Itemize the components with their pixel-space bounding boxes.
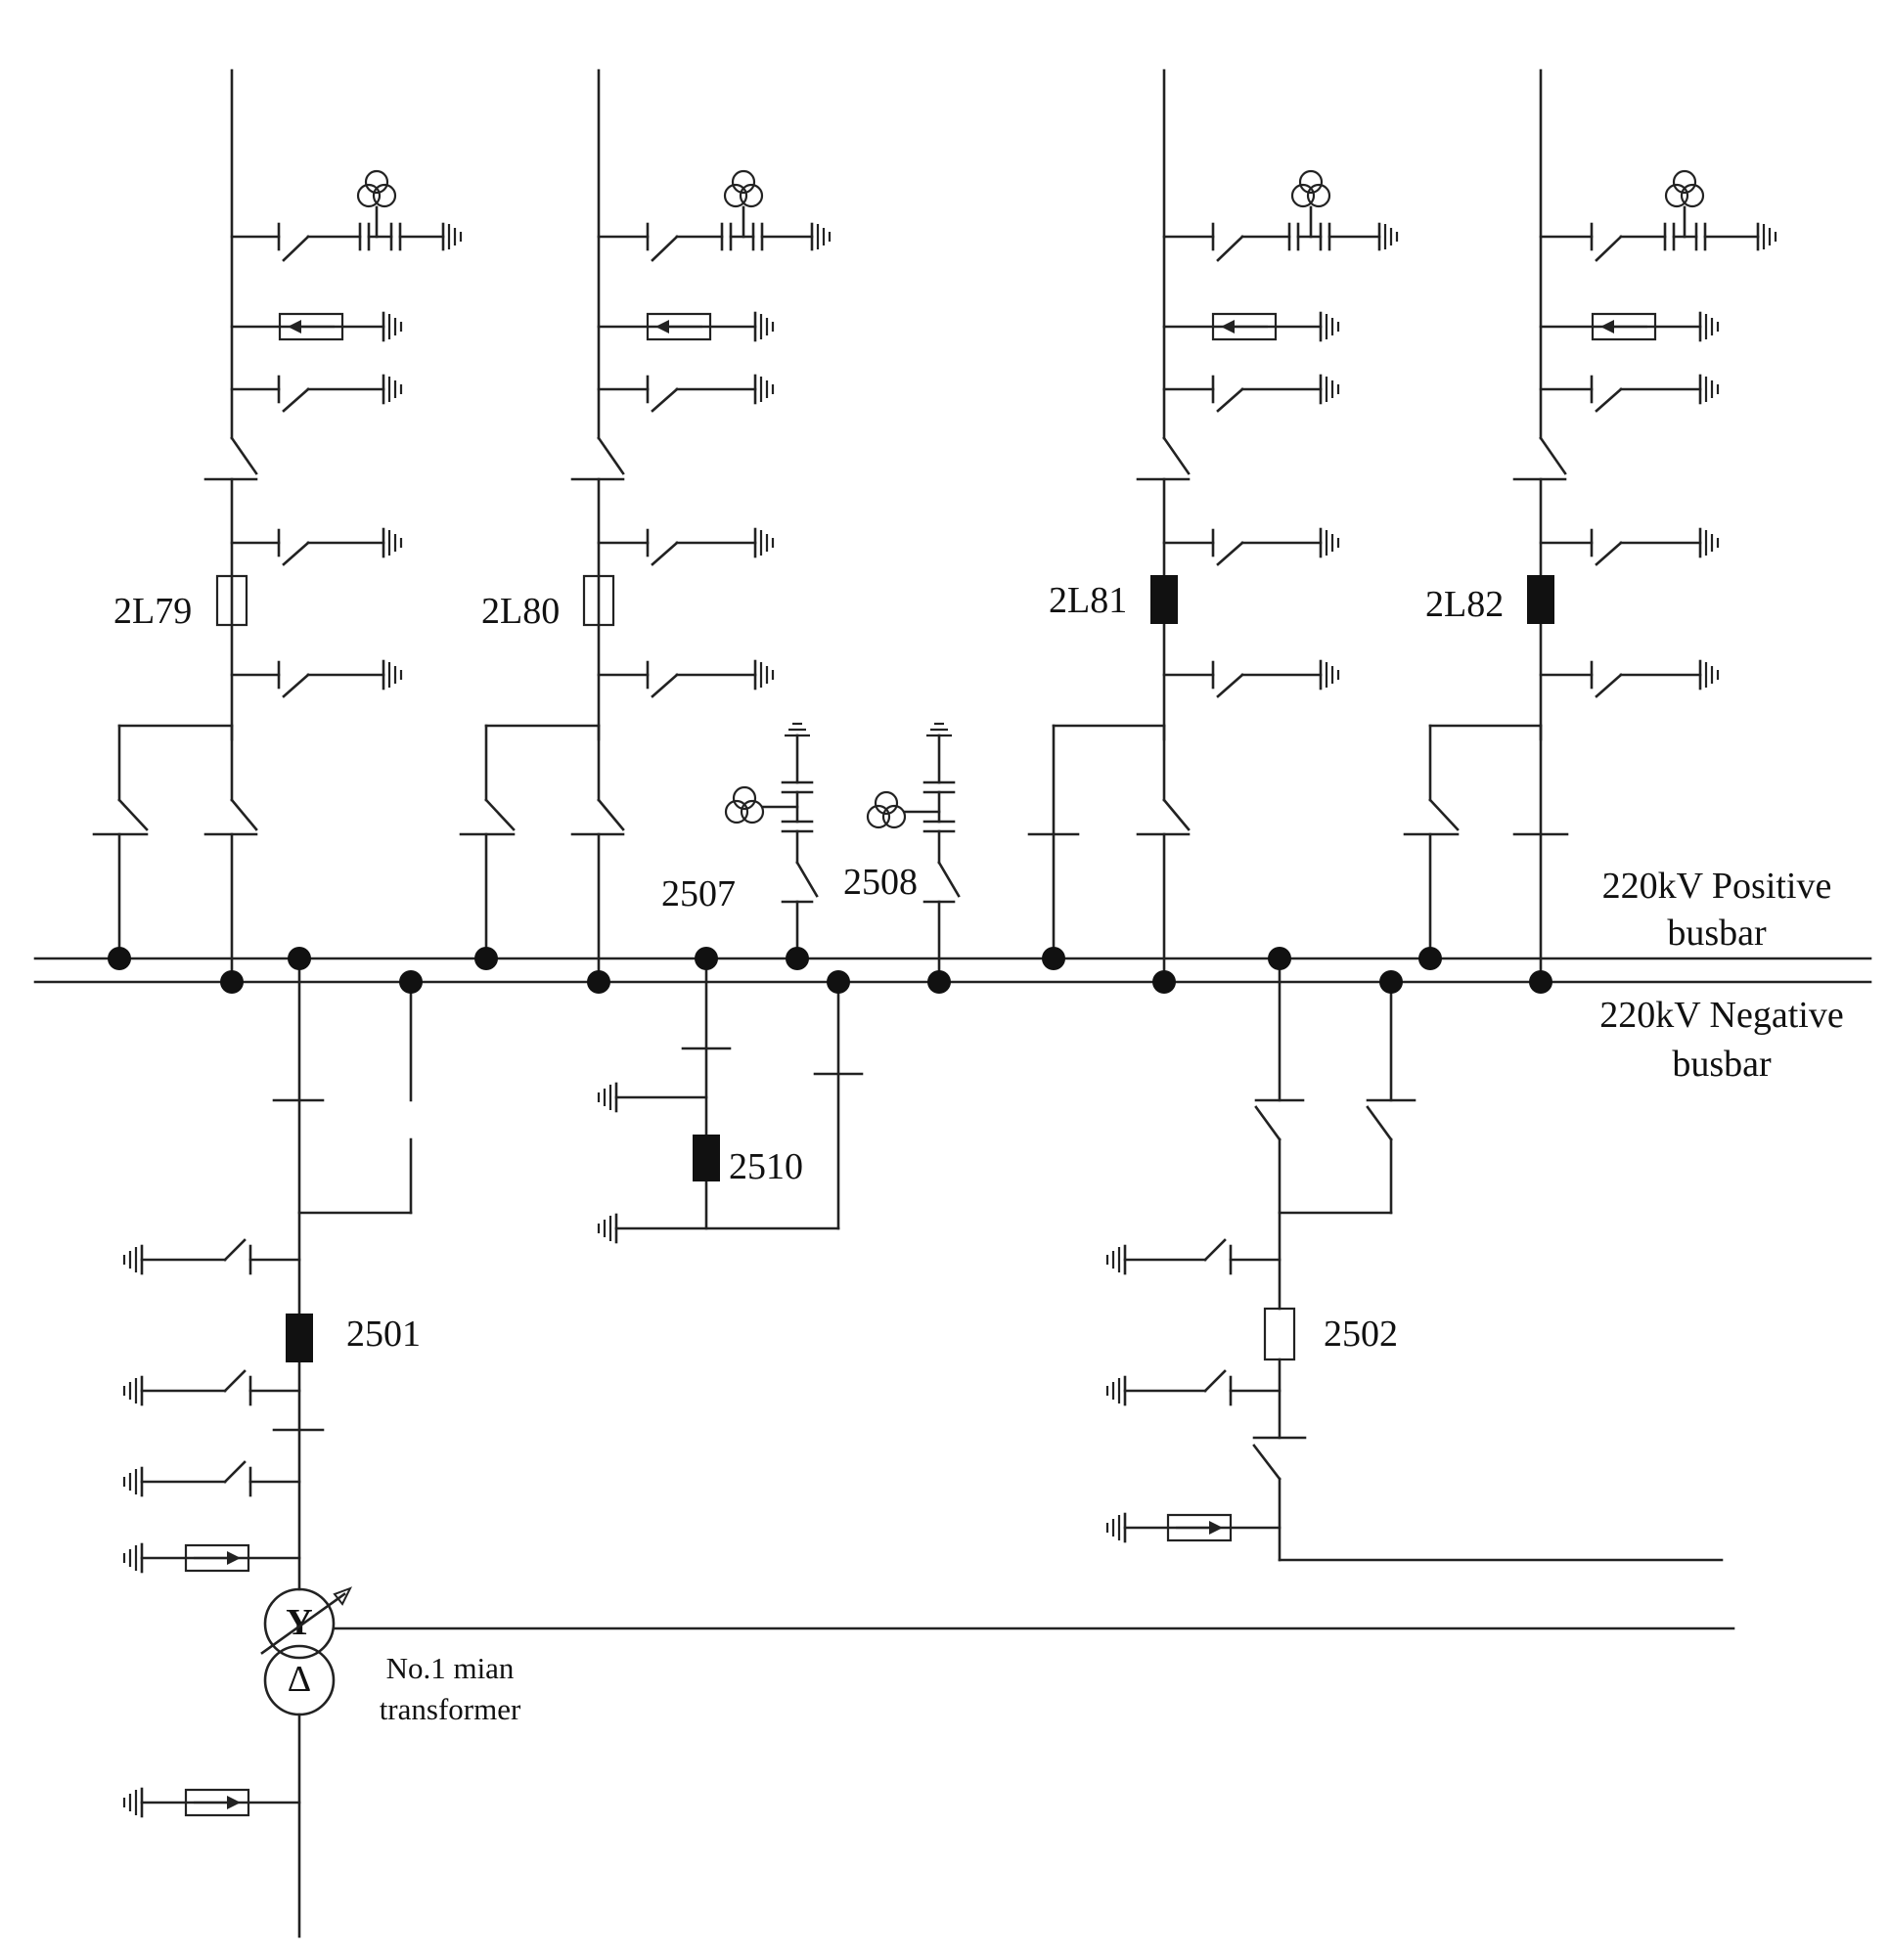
label-main-transformer-line1: No.1 mian — [386, 1651, 515, 1685]
pt-bay-2507 — [724, 722, 819, 960]
label-2508: 2508 — [843, 862, 918, 903]
label-2510: 2510 — [729, 1146, 803, 1187]
label-negative-busbar-line1: 220kV Negative — [1599, 995, 1843, 1036]
svg-text:Δ: Δ — [288, 1659, 311, 1700]
label-2L81: 2L81 — [1049, 580, 1127, 621]
label-2L82: 2L82 — [1425, 584, 1504, 625]
bay-2502 — [1105, 957, 1724, 1562]
svg-text:Y: Y — [286, 1602, 312, 1643]
label-negative-busbar-line2: busbar — [1672, 1044, 1772, 1085]
pt-bay-2508 — [866, 722, 961, 984]
label-2L79: 2L79 — [113, 591, 192, 632]
busbar-junction-dots — [108, 947, 1552, 994]
label-2507: 2507 — [661, 873, 736, 914]
label-main-transformer-line2: transformer — [380, 1692, 521, 1726]
label-positive-busbar-line2: busbar — [1667, 913, 1767, 954]
bay-2501: Y Δ — [122, 957, 1735, 1938]
label-2501: 2501 — [346, 1314, 421, 1355]
bay-2L80 — [459, 68, 832, 984]
transformer-wye-winding — [263, 1587, 336, 1660]
label-2502: 2502 — [1324, 1314, 1398, 1355]
bay-2L79 — [92, 68, 463, 984]
bus-coupler-2510 — [597, 957, 864, 1244]
label-positive-busbar-line1: 220kV Positive — [1602, 866, 1832, 907]
bay-2L81 — [1027, 68, 1399, 984]
bay-2L82 — [1403, 68, 1777, 984]
label-2L80: 2L80 — [481, 591, 560, 632]
